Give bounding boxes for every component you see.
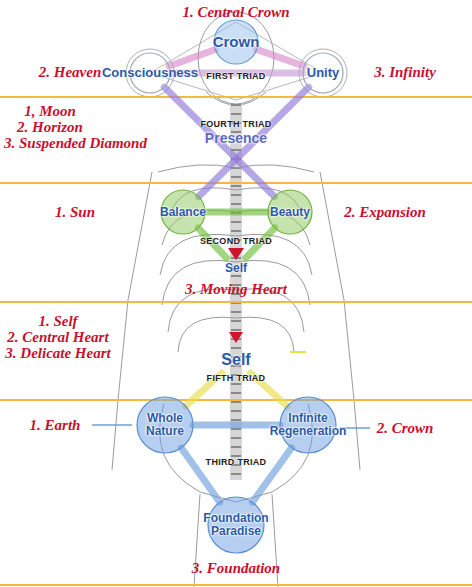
triad-circle: Balance: [151, 199, 215, 225]
band-separators: [0, 97, 472, 585]
rib: [168, 289, 236, 332]
rib: [236, 289, 304, 332]
triad-circle: Infinite Regeneration: [266, 405, 350, 445]
triad-circle: Crown: [204, 27, 268, 57]
position-label: 2. Crown: [377, 420, 434, 437]
triad-circle: Consciousness: [94, 59, 206, 87]
position-label: 3. Infinity: [374, 64, 436, 81]
node-label: Presence: [205, 131, 267, 146]
position-label: 1, Moon: [24, 103, 76, 120]
node-label: Balance: [160, 206, 206, 219]
triad-connector: [198, 228, 226, 258]
triad-node: Self: [214, 258, 258, 278]
position-label: 2. Expansion: [344, 204, 426, 221]
position-label: 3. Suspended Diamond: [4, 135, 147, 152]
position-label: 2. Horizon: [17, 119, 83, 136]
tick-line: [290, 351, 306, 353]
triad-connector: [169, 49, 215, 66]
position-label: 3. Foundation: [192, 560, 280, 577]
triad-connector: [181, 448, 220, 502]
rib: [236, 260, 310, 305]
leader-line: [92, 424, 132, 426]
node-label: Unity: [307, 66, 340, 80]
triad-connector: [205, 209, 268, 216]
circle-shape: [303, 53, 343, 93]
position-label: 3. Delicate Heart: [5, 345, 110, 362]
triad-connector: [246, 228, 275, 258]
position-label: 2. Central Heart: [7, 329, 108, 346]
triad-node: Presence: [196, 127, 276, 149]
femur: [194, 494, 200, 587]
node-label: Foundation Paradise: [196, 512, 276, 537]
node-label: Whole Nature: [133, 412, 197, 437]
triad-connector: [250, 373, 287, 406]
node-label: Self: [221, 352, 250, 369]
triad-connector: [257, 49, 304, 66]
circle-shape: [268, 190, 312, 234]
position-label: 1. Earth: [30, 417, 81, 434]
band-separator: [0, 584, 472, 586]
skeleton-lines: [112, 12, 360, 587]
node-label: Self: [225, 262, 247, 275]
triad-circle: Unity: [293, 59, 353, 87]
band-separator: [0, 182, 472, 184]
heart-marker: [228, 248, 244, 260]
femur: [272, 494, 278, 587]
position-label: 3. Moving Heart: [185, 281, 287, 298]
triad-circle: Beauty: [258, 199, 322, 225]
triad-connector: [186, 373, 222, 406]
position-label: 1. Sun: [55, 204, 95, 221]
band-separator: [0, 399, 472, 401]
position-label: 1. Central Crown: [182, 4, 289, 21]
rib: [178, 317, 236, 352]
triad-node: Self: [208, 347, 264, 373]
triad-circle: Foundation Paradise: [196, 505, 276, 545]
triad-connector: [199, 87, 309, 196]
rib: [162, 260, 236, 305]
rib: [236, 317, 294, 352]
position-label: 2. Heaven: [39, 64, 101, 81]
triad-heading: THIRD TRIAD: [206, 457, 267, 467]
skull: [198, 12, 274, 104]
triad-heading: FOURTH TRIAD: [200, 119, 271, 129]
heart-marker: [229, 332, 243, 343]
triad-circle: Whole Nature: [133, 405, 197, 445]
triad-connector: [252, 448, 291, 503]
node-label: Infinite Regeneration: [266, 412, 350, 437]
band-separator: [0, 96, 472, 98]
position-label: 1. Self: [38, 313, 77, 330]
node-label: Consciousness: [102, 66, 198, 80]
band-separator: [0, 301, 472, 303]
triad-connector: [193, 422, 280, 429]
node-label: Crown: [213, 34, 260, 50]
node-label: Beauty: [270, 206, 310, 219]
